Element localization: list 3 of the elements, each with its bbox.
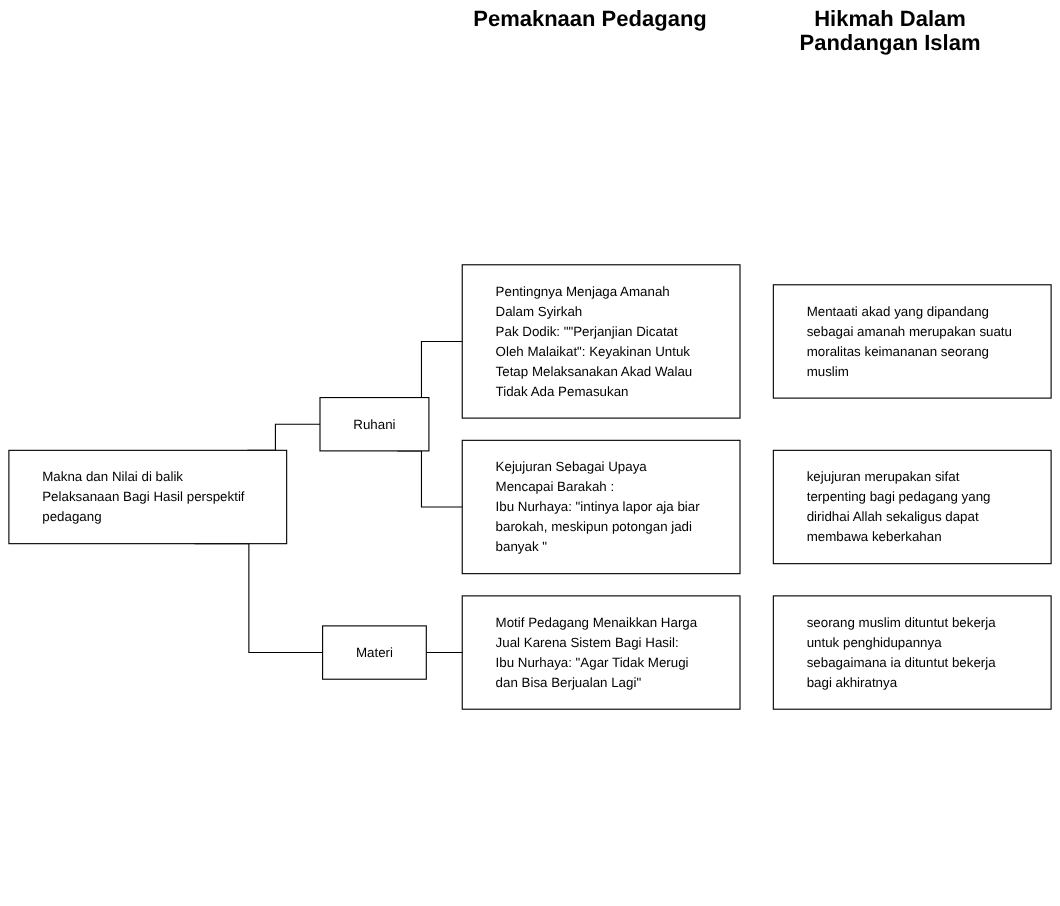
column-heading: Pemaknaan Pedagang — [471, 8, 709, 36]
connector — [425, 652, 463, 654]
column-heading: Hikmah Dalam Pandangan Islam — [797, 8, 983, 60]
